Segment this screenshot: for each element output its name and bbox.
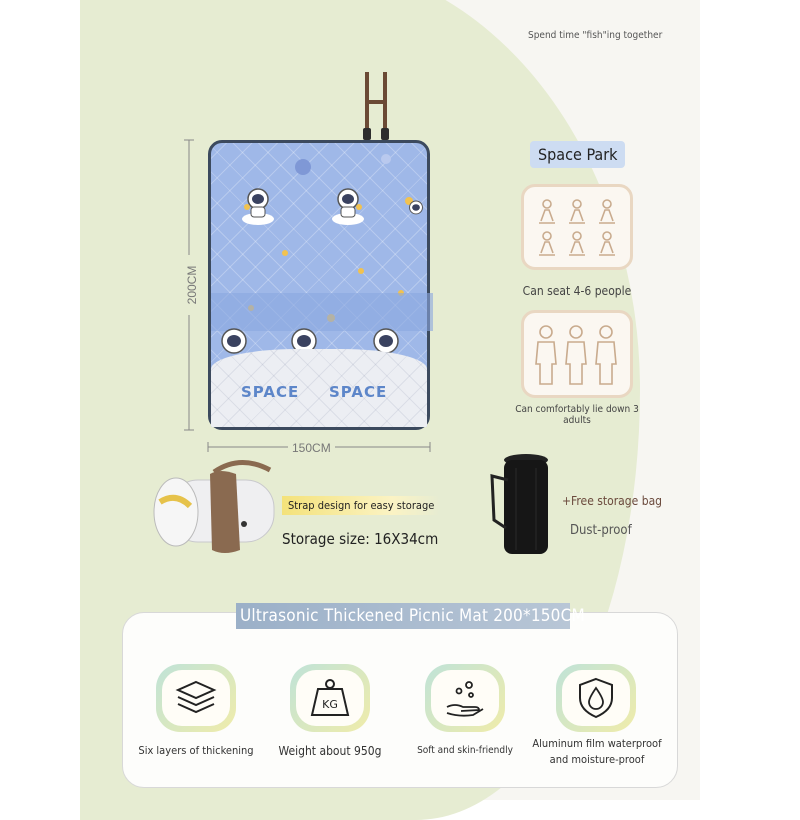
feature-label-layers: Six layers of thickening [138, 744, 254, 757]
layers-icon [156, 664, 236, 732]
shield-drop-icon [556, 664, 636, 732]
lie-capacity-box [521, 310, 633, 398]
astronaut-icon [242, 188, 274, 225]
strap-design-label: Strap design for easy storage [282, 496, 441, 515]
free-bag-label: +Free storage bag [562, 494, 663, 508]
mat-handle-icon [363, 72, 389, 140]
mat-print-text: SPACE [241, 383, 300, 401]
soft-hand-icon [425, 664, 505, 732]
seat-caption: Can seat 4-6 people [522, 284, 632, 298]
storage-bag-icon [490, 454, 548, 554]
dust-proof-label: Dust-proof [570, 523, 632, 538]
feature-label-weight: Weight about 950g [278, 744, 382, 758]
product-page: Spend time "fish"ing together [80, 0, 700, 820]
mat-pattern-icon [211, 154, 433, 331]
mat-cloud-pattern [211, 349, 427, 427]
width-label: 150CM [288, 441, 335, 455]
weight-badge-text: KG [322, 698, 338, 711]
mat-print-text: SPACE [329, 383, 388, 401]
feature-label-soft: Soft and skin-friendly [417, 745, 513, 756]
seat-capacity-box [521, 184, 633, 270]
height-label: 200CM [185, 255, 199, 315]
astronaut-icon [409, 200, 423, 215]
rolled-mat-icon [153, 460, 275, 553]
astronaut-icon [332, 188, 364, 225]
astronaut-icon [221, 328, 247, 354]
astronaut-icon [291, 328, 317, 354]
tagline: Spend time "fish"ing together [528, 30, 663, 41]
features-title: Ultrasonic Thickened Picnic Mat 200*150C… [236, 603, 585, 629]
seated-people-icon [539, 199, 615, 256]
storage-size-label: Storage size: 16X34cm [282, 530, 439, 548]
standing-people-icon [535, 325, 617, 385]
lie-caption: Can comfortably lie down 3 adults [515, 404, 639, 426]
series-badge: Space Park [530, 141, 626, 168]
feature-label-waterproof: Aluminum film waterproof and moisture-pr… [532, 737, 662, 766]
picnic-mat: SPACE SPACE [208, 140, 433, 430]
weight-icon: KG [290, 664, 370, 732]
